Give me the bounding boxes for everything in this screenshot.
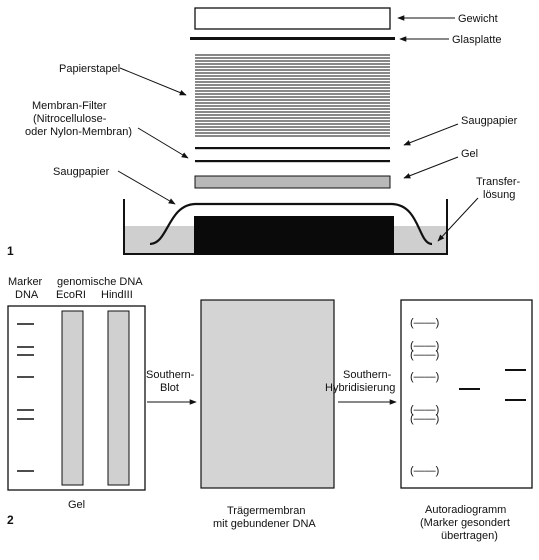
step2-label-2: Hybridisierung	[325, 382, 395, 394]
gel-header-marker-2: DNA	[15, 289, 39, 301]
wick-paper	[149, 202, 433, 246]
glass-plate	[190, 37, 395, 40]
lane-ecori	[61, 310, 84, 486]
gel-caption: Gel	[68, 499, 85, 511]
autorad-marker: (——)	[410, 371, 439, 383]
marker-bands	[17, 323, 34, 472]
autorad-marker: (——)	[410, 340, 439, 352]
autorad-marker: (——)	[410, 349, 439, 361]
gel-header-marker-1: Marker	[8, 276, 43, 288]
label-glasplatte: Glasplatte	[452, 34, 502, 46]
section-number-1: 1	[7, 244, 14, 258]
autorad-caption-2: (Marker gesondert	[420, 517, 510, 529]
autorad-marker-positions: (——) (——) (——) (——) (——) (——) (——)	[410, 317, 439, 477]
label-saugpapier-left: Saugpapier	[53, 166, 110, 178]
label-membran-filter-3: oder Nylon-Membran)	[25, 126, 132, 138]
absorbent-paper-top	[195, 147, 390, 150]
arrow-papierstapel	[119, 67, 187, 96]
membrane-filter	[195, 160, 390, 163]
autorad-marker: (——)	[410, 465, 439, 477]
step1-label-2: Blot	[160, 382, 179, 394]
autorad-marker: (——)	[410, 404, 439, 416]
step2-label-1: Southern-	[343, 369, 392, 381]
gel-header-lane-ecori: EcoRI	[56, 289, 86, 301]
arrow-membran-filter	[137, 127, 189, 159]
label-papierstapel: Papierstapel	[59, 63, 120, 75]
label-membran-filter-2: (Nitrocellulose-	[33, 113, 107, 125]
membrane-caption-2: mit gebundener DNA	[213, 518, 316, 530]
autorad-marker: (——)	[410, 317, 439, 329]
arrow-transfer-loesung	[437, 197, 479, 242]
autoradiogram	[400, 299, 533, 489]
autorad-marker: (——)	[410, 413, 439, 425]
arrow-gel	[403, 156, 459, 179]
label-transfer-loesung-2: lösung	[483, 189, 515, 201]
paper-stack	[195, 54, 390, 137]
gel-header-lane-hindiii: HindIII	[101, 289, 133, 301]
arrow-saugpapier-left	[117, 170, 176, 205]
lane-hindiii	[107, 310, 130, 486]
label-transfer-loesung-1: Transfer-	[476, 176, 521, 188]
blot-setup: 1 Gewicht Glasplatte Saugpapier Gel Tran…	[7, 7, 521, 258]
gel-header-genomic: genomische DNA	[57, 276, 143, 288]
support-block	[194, 216, 394, 255]
label-saugpapier-right: Saugpapier	[461, 115, 518, 127]
gel-slab	[194, 175, 391, 189]
arrow-saugpapier-right	[403, 123, 459, 146]
carrier-membrane	[200, 299, 335, 489]
step1-label-1: Southern-	[146, 369, 195, 381]
weight-block	[194, 7, 391, 30]
autorad-caption-1: Autoradiogramm	[425, 504, 506, 516]
membrane-caption-1: Trägermembran	[227, 505, 305, 517]
section-number-2: 2	[7, 513, 14, 527]
label-gewicht: Gewicht	[458, 13, 498, 25]
label-membran-filter-1: Membran-Filter	[32, 100, 107, 112]
autorad-caption-3: übertragen)	[441, 530, 498, 542]
southern-procedure: Marker DNA genomische DNA EcoRI HindIII …	[7, 276, 533, 542]
label-gel: Gel	[461, 148, 478, 160]
